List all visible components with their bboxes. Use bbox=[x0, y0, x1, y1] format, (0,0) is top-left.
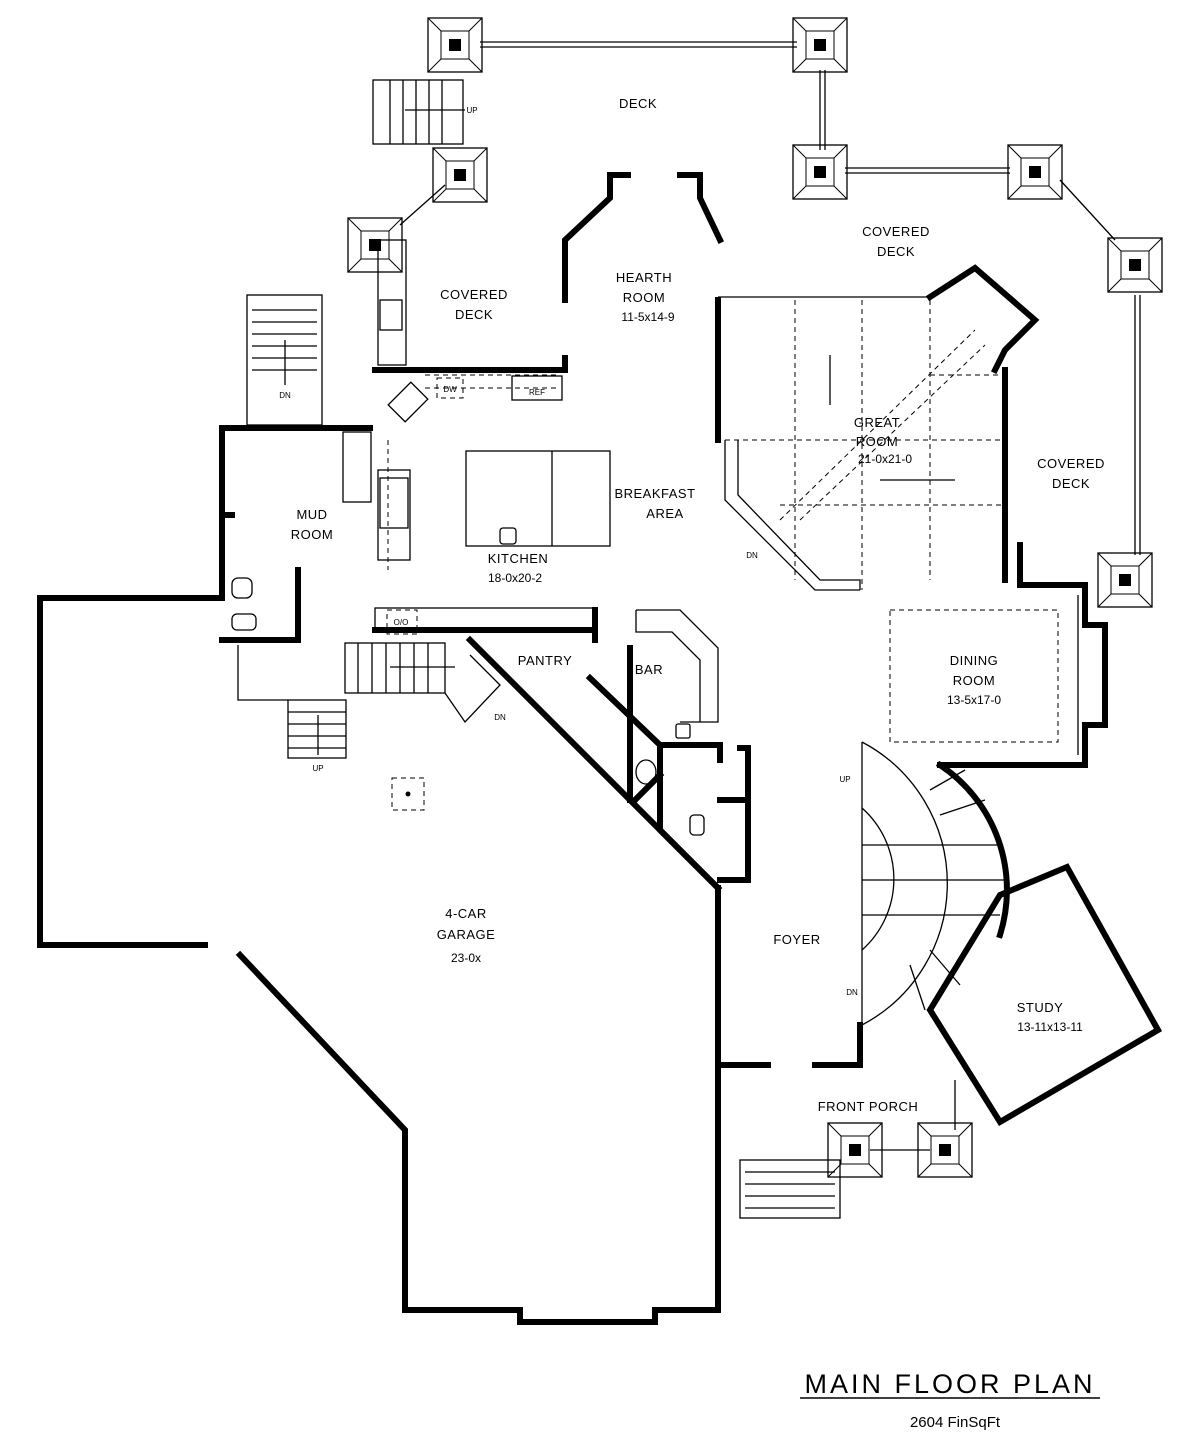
great-room-label: GREAT bbox=[854, 415, 900, 430]
lavatory-icon bbox=[635, 759, 657, 785]
hearth-room-label-2: ROOM bbox=[623, 290, 665, 305]
kitchen-sink-icon bbox=[387, 381, 429, 423]
dishwasher-label: DW bbox=[443, 385, 457, 394]
mud-room-label: MUD bbox=[296, 507, 327, 522]
garage-stairs: DN UP bbox=[237, 642, 506, 811]
great-room-details: DN bbox=[725, 300, 1005, 590]
dining-room-label-2: ROOM bbox=[953, 673, 995, 688]
great-room-dn-label: DN bbox=[746, 551, 758, 560]
curved-stair-dn-label: DN bbox=[846, 988, 858, 997]
covered-deck-right-label: COVERED bbox=[1037, 456, 1105, 471]
covered-deck-right-label-2: DECK bbox=[1052, 476, 1090, 491]
dining-room-label: DINING bbox=[950, 653, 999, 668]
kitchen-label: KITCHEN bbox=[488, 551, 549, 566]
bar-label: BAR bbox=[635, 662, 663, 677]
cooktop-icon bbox=[379, 299, 403, 331]
study-label: STUDY bbox=[1017, 1000, 1064, 1015]
breakfast-label-2: AREA bbox=[646, 506, 683, 521]
covered-deck-left-label: COVERED bbox=[440, 287, 508, 302]
walls bbox=[37, 172, 1163, 1325]
stair-up-label: UP bbox=[466, 106, 477, 115]
porch-steps bbox=[739, 1080, 956, 1219]
range-icon bbox=[379, 477, 409, 529]
plan-area: 2604 FinSqFt bbox=[910, 1414, 1001, 1431]
mudroom-toilet-icon bbox=[231, 613, 257, 631]
foyer-label: FOYER bbox=[773, 932, 820, 947]
kitchen-fixtures: DW REF O/O bbox=[342, 239, 611, 635]
mudroom-sink-icon bbox=[231, 577, 253, 599]
plan-title: MAIN FLOOR PLAN bbox=[804, 1369, 1095, 1399]
front-porch-label: FRONT PORCH bbox=[818, 1099, 919, 1114]
garage-size: 23-0x bbox=[451, 951, 481, 965]
deck-railings bbox=[399, 41, 1141, 555]
mud-room-label-2: ROOM bbox=[291, 527, 333, 542]
hearth-room-size: 11-5x14-9 bbox=[621, 310, 674, 324]
garage-label: 4-CAR bbox=[445, 906, 487, 921]
garage-stair-dn-label: DN bbox=[494, 713, 506, 722]
curved-stair-up-label: UP bbox=[839, 775, 850, 784]
great-room-size: 21-0x21-0 bbox=[858, 452, 912, 466]
breakfast-label: BREAKFAST bbox=[614, 486, 695, 501]
pantry-label: PANTRY bbox=[518, 653, 573, 668]
covered-deck-top-label: COVERED bbox=[862, 224, 930, 239]
refrigerator-label: REF bbox=[529, 388, 545, 397]
toilet-icon bbox=[689, 814, 705, 836]
curved-stair: UP DN bbox=[839, 741, 1010, 1026]
kitchen-island bbox=[465, 450, 611, 547]
dining-room-size: 13-5x17-0 bbox=[947, 693, 1001, 707]
room-labels: DECK COVERED DECK COVERED DECK COVERED D… bbox=[291, 96, 1105, 1114]
covered-deck-top-label-2: DECK bbox=[877, 244, 915, 259]
bar-fixtures bbox=[231, 577, 719, 836]
island-sink-icon bbox=[499, 527, 517, 545]
oven-label: O/O bbox=[394, 618, 409, 627]
deck-stairs: UP DN bbox=[246, 79, 478, 426]
kitchen-size: 18-0x20-2 bbox=[488, 571, 542, 585]
deck-label: DECK bbox=[619, 96, 657, 111]
stair-dn-label: DN bbox=[279, 391, 291, 400]
covered-deck-left-label-2: DECK bbox=[455, 307, 493, 322]
bar-sink-icon bbox=[675, 723, 691, 739]
dining-ceiling-outline bbox=[889, 609, 1059, 743]
posts bbox=[347, 17, 1163, 1178]
garage-label-2: GARAGE bbox=[437, 927, 496, 942]
garage-stair-up-label: UP bbox=[312, 764, 323, 773]
great-room-label-2: ROOM bbox=[856, 434, 898, 449]
study-size: 13-11x13-11 bbox=[1017, 1020, 1083, 1034]
hearth-room-label: HEARTH bbox=[616, 270, 672, 285]
